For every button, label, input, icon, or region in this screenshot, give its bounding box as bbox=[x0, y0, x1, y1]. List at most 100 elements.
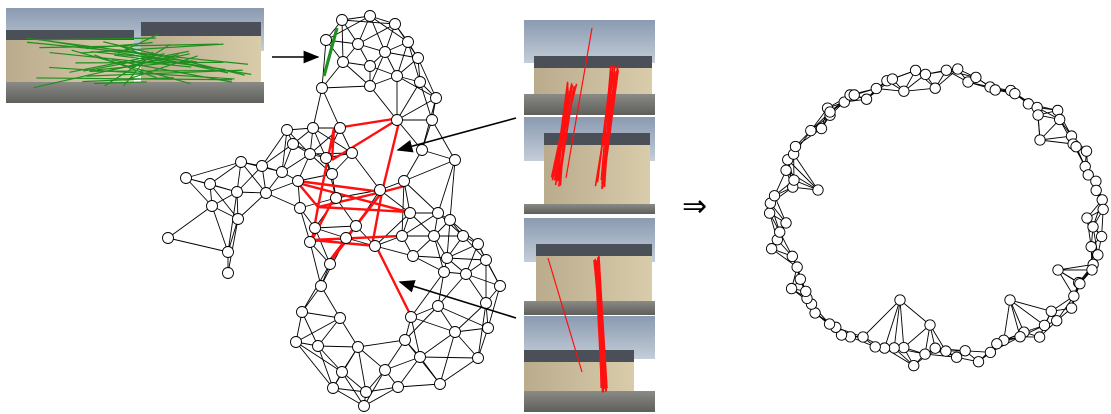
graph-edge bbox=[261, 129, 288, 167]
graph-edge bbox=[321, 87, 341, 129]
graph-node bbox=[940, 345, 952, 357]
graph-node bbox=[959, 345, 971, 357]
graph-edge bbox=[185, 161, 242, 179]
bad-match-edge bbox=[317, 190, 383, 209]
graph-edge bbox=[401, 180, 405, 237]
graph-node bbox=[404, 207, 416, 219]
graph-edge bbox=[301, 311, 319, 347]
graph-node bbox=[235, 156, 247, 168]
graph-edge bbox=[321, 85, 371, 89]
graph-node bbox=[416, 144, 428, 156]
graph-edge bbox=[793, 153, 819, 191]
graph-edge bbox=[419, 331, 456, 358]
graph-edge bbox=[396, 81, 421, 121]
graph-node bbox=[1096, 194, 1108, 206]
graph-node bbox=[340, 232, 352, 244]
graph-node bbox=[1068, 290, 1080, 302]
graph-node bbox=[256, 160, 268, 172]
green-match-lines bbox=[26, 33, 252, 89]
graph-edge bbox=[321, 39, 327, 89]
graph-node bbox=[364, 60, 376, 72]
graph-node bbox=[1085, 241, 1097, 253]
graph-node bbox=[304, 148, 316, 160]
graph-node bbox=[206, 200, 218, 212]
graph-node bbox=[824, 106, 836, 118]
graph-node bbox=[358, 400, 370, 412]
graph-edge bbox=[884, 347, 914, 367]
red-match-line bbox=[547, 257, 583, 373]
graph-node bbox=[334, 312, 346, 324]
graph-node bbox=[869, 341, 881, 353]
graph-node bbox=[204, 178, 216, 190]
graph-edge bbox=[236, 165, 263, 193]
graph-node bbox=[940, 64, 953, 76]
graph-node bbox=[1034, 134, 1046, 146]
graph-edge bbox=[384, 339, 406, 371]
graph-node bbox=[374, 184, 386, 196]
green-match-line bbox=[49, 51, 192, 68]
graph-node bbox=[1090, 184, 1102, 197]
graph-node bbox=[430, 92, 442, 104]
graph-node bbox=[426, 114, 438, 126]
graph-edge bbox=[449, 159, 456, 221]
red-match-line bbox=[565, 27, 593, 179]
graph-edge bbox=[341, 371, 365, 407]
graph-edge bbox=[227, 191, 238, 253]
graph-edge bbox=[357, 339, 406, 348]
graph-node bbox=[789, 140, 802, 153]
graph-node bbox=[231, 186, 243, 198]
graph-node bbox=[1038, 319, 1051, 332]
graph-node bbox=[929, 82, 941, 94]
green-match-line bbox=[94, 81, 147, 85]
graph-node bbox=[886, 73, 899, 85]
left-graph-edges bbox=[167, 15, 501, 407]
graph-edge bbox=[396, 41, 409, 77]
graph-node bbox=[800, 285, 812, 298]
graph-edge bbox=[309, 241, 322, 287]
graph-node bbox=[457, 230, 469, 242]
graph-node bbox=[950, 351, 963, 363]
graph-node bbox=[1081, 212, 1093, 224]
graph-node bbox=[180, 172, 192, 184]
graph-node bbox=[888, 342, 900, 354]
graph-node bbox=[444, 214, 456, 226]
good-match-edge bbox=[322, 27, 339, 77]
graph-edge bbox=[211, 205, 229, 253]
graph-edge bbox=[787, 159, 819, 191]
graph-node bbox=[494, 280, 506, 292]
graph-edge bbox=[397, 383, 441, 388]
green-match-line bbox=[26, 37, 155, 56]
graph-node bbox=[391, 114, 403, 126]
graph-node bbox=[222, 246, 234, 258]
graph-node bbox=[369, 240, 381, 252]
graph-node bbox=[162, 232, 174, 244]
graph-node bbox=[441, 252, 453, 264]
graph-node bbox=[276, 166, 288, 178]
photo-red-match-lines bbox=[547, 27, 619, 393]
red-match-line bbox=[601, 72, 619, 190]
graph-node bbox=[432, 207, 444, 219]
graph-node bbox=[812, 184, 824, 196]
graph-node bbox=[482, 322, 494, 334]
graph-node bbox=[848, 89, 860, 101]
graph-node bbox=[232, 213, 244, 225]
graph-edge bbox=[862, 299, 901, 338]
graph-node bbox=[870, 82, 882, 95]
photo-bottom-2 bbox=[524, 316, 655, 412]
graph-node bbox=[919, 68, 932, 81]
graph-edge bbox=[357, 346, 367, 393]
graph-edge bbox=[1057, 263, 1094, 271]
bad-match-edge bbox=[317, 205, 411, 214]
graph-edge bbox=[397, 356, 421, 388]
red-match-line bbox=[558, 86, 575, 179]
graph-edge bbox=[884, 299, 901, 349]
graph-node bbox=[929, 342, 941, 354]
red-match-line bbox=[553, 81, 569, 181]
graph-node bbox=[780, 217, 792, 229]
green-match-line bbox=[49, 66, 235, 80]
graph-node bbox=[407, 250, 419, 262]
graph-edge bbox=[237, 192, 267, 220]
graph-node bbox=[1074, 278, 1086, 290]
pointer-arrow bbox=[396, 117, 517, 153]
